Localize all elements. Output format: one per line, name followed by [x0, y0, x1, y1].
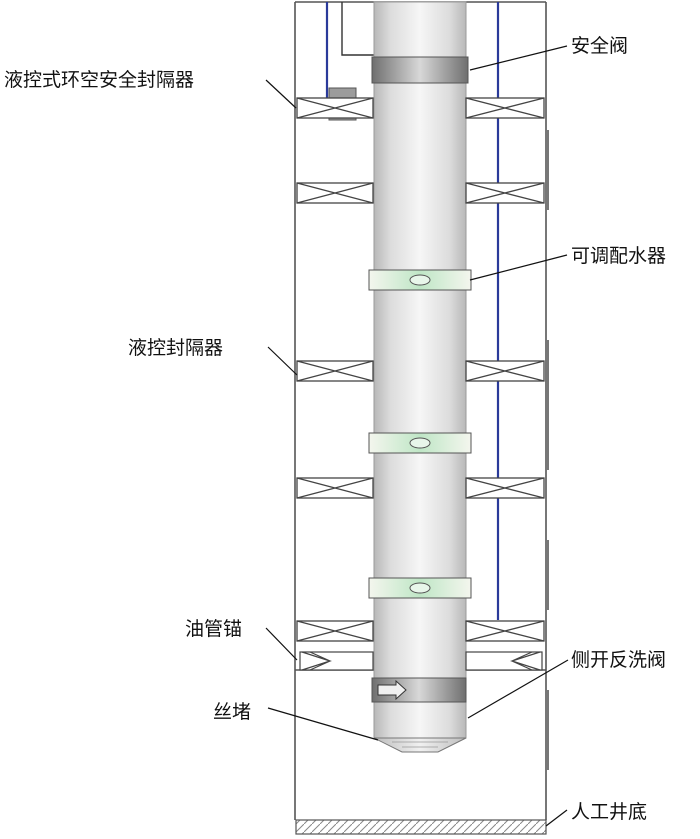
crossed-box-icon — [465, 477, 545, 499]
adjustable-injectors — [368, 269, 472, 599]
label-artificial-bottom: 人工井底 — [571, 801, 647, 823]
crossed-box-icon — [296, 360, 374, 382]
label-adjustable-injector: 可调配水器 — [571, 245, 666, 267]
artificial-bottom-hatch — [295, 819, 547, 835]
label-plug: 丝堵 — [213, 701, 251, 723]
safety-valve-control-line — [341, 2, 376, 56]
cone-icon — [373, 737, 467, 753]
oval-port-icon — [368, 577, 472, 599]
crossed-box-icon — [465, 97, 545, 119]
crossed-box-icon — [465, 620, 545, 642]
safety-valve — [371, 56, 469, 84]
crossed-box-icon — [465, 360, 545, 382]
label-safety-valve: 安全阀 — [571, 35, 628, 57]
label-side-backwash-valve: 侧开反洗阀 — [571, 649, 666, 671]
crossed-box-icon — [296, 182, 374, 204]
crossed-box-icon — [296, 97, 374, 119]
side-backwash-valve — [371, 677, 467, 703]
tubing-string — [373, 1, 467, 739]
right-arrow-icon — [377, 679, 407, 701]
oval-port-icon — [368, 432, 472, 454]
casing — [294, 1, 549, 820]
label-tubing-anchor: 油管锚 — [185, 618, 242, 640]
label-hydraulic-packer: 液控封隔器 — [128, 337, 223, 359]
crossed-box-icon — [296, 477, 374, 499]
tubing-anchor-slips — [299, 651, 543, 671]
crossed-box-icon — [465, 182, 545, 204]
crossed-box-icon — [296, 620, 374, 642]
leader-lines — [265, 45, 569, 827]
oval-port-icon — [368, 269, 472, 291]
label-hydraulic-annular-packer: 液控式环空安全封隔器 — [4, 69, 194, 91]
packer-elements — [296, 97, 545, 642]
